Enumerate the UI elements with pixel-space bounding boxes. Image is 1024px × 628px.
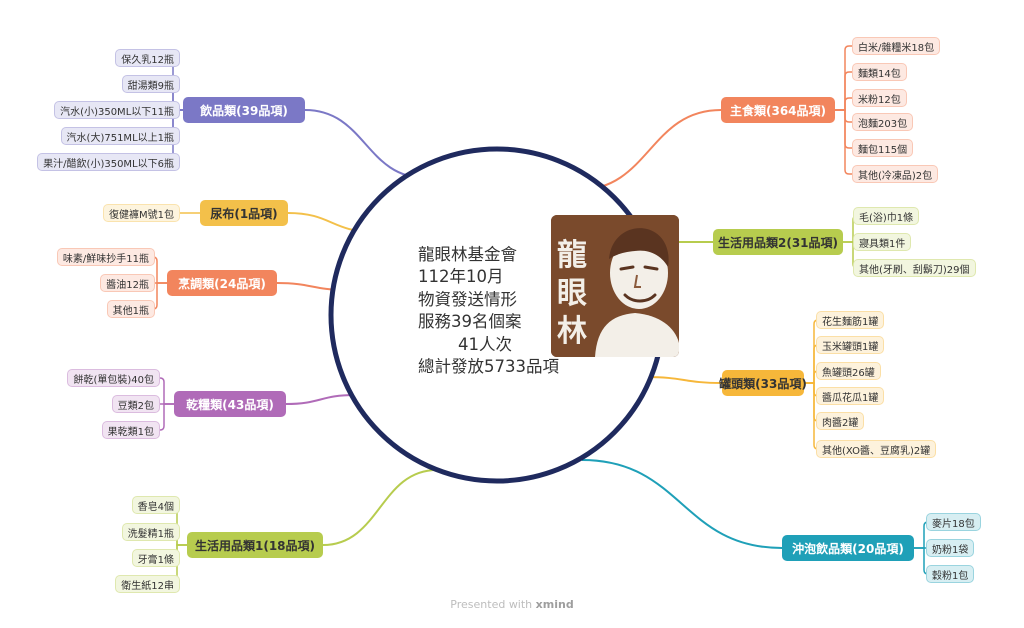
leaf-connector <box>835 71 852 111</box>
leaf-node[interactable]: 玉米罐頭1罐 <box>816 336 885 354</box>
leaf-node[interactable]: 白米/雜糧米18包 <box>852 37 941 55</box>
leaf-node[interactable]: 醬瓜花瓜1罐 <box>816 387 885 405</box>
footer-prefix: Presented with <box>450 598 533 611</box>
leaf-node[interactable]: 味素/鮮味抄手11瓶 <box>56 248 155 266</box>
category-node[interactable]: 乾糧類(43品項) <box>174 391 286 417</box>
leaf-node[interactable]: 米粉12包 <box>852 89 907 107</box>
svg-text:林: 林 <box>557 314 587 349</box>
category-node[interactable]: 生活用品類2(31品項) <box>713 229 843 255</box>
leaf-node[interactable]: 洗髮精1瓶 <box>121 523 180 541</box>
leaf-node[interactable]: 醬油12瓶 <box>100 274 155 292</box>
category-node[interactable]: 飲品類(39品項) <box>183 97 305 123</box>
leaf-node[interactable]: 其他(牙刷、刮鬍刀)29個 <box>853 259 976 277</box>
leaf-node[interactable]: 泡麵203包 <box>852 113 914 131</box>
leaf-connector <box>835 109 852 123</box>
category-node[interactable]: 生活用品類1(18品項) <box>187 532 323 558</box>
branch-connector <box>285 394 356 405</box>
leaf-node[interactable]: 麥片18包 <box>926 513 981 531</box>
leaf-node[interactable]: 果乾類1包 <box>101 421 160 439</box>
leaf-node[interactable]: 保久乳12瓶 <box>115 49 180 67</box>
leaf-node[interactable]: 麵類14包 <box>852 63 907 81</box>
leaf-node[interactable]: 餅乾(單包裝)40包 <box>67 369 160 387</box>
leaf-node[interactable]: 寢具類1件 <box>853 233 912 251</box>
logo-image: 龍 眼 林 <box>551 215 679 357</box>
leaf-node[interactable]: 汽水(小)350ML以下11瓶 <box>54 101 180 119</box>
leaf-connector <box>152 256 167 284</box>
category-node[interactable]: 尿布(1品項) <box>200 200 288 226</box>
leaf-connector <box>159 403 174 431</box>
leaf-node[interactable]: 奶粉1袋 <box>926 539 975 557</box>
center-line-cases: 服務39名個案 <box>418 312 522 332</box>
leaf-node[interactable]: 魚罐頭26罐 <box>816 362 881 380</box>
leaf-node[interactable]: 其他(冷凍品)2包 <box>852 165 939 183</box>
footer-watermark: Presented with xmind <box>0 598 1024 611</box>
leaf-node[interactable]: 牙膏1條 <box>131 549 180 567</box>
leaf-connector <box>835 45 852 111</box>
leaf-node[interactable]: 甜湯類9瓶 <box>121 75 180 93</box>
center-topic-text: 龍眼林基金會 112年10月 物資發送情形 服務39名個案 41人次 總計發放5… <box>418 244 559 378</box>
leaf-node[interactable]: 毛(浴)巾1條 <box>853 207 920 225</box>
branch-connector <box>581 459 783 549</box>
leaf-node[interactable]: 衛生紙12串 <box>115 575 180 593</box>
leaf-node[interactable]: 果汁/醋飲(小)350ML以下6瓶 <box>37 153 180 171</box>
leaf-node[interactable]: 花生麵筋1罐 <box>816 311 885 329</box>
branch-connector <box>304 109 427 179</box>
branch-connector <box>645 376 723 384</box>
footer-brand: xmind <box>535 598 574 611</box>
leaf-node[interactable]: 肉醬2罐 <box>816 412 865 430</box>
category-node[interactable]: 沖泡飲品類(20品項) <box>782 535 914 561</box>
leaf-node[interactable]: 汽水(大)751ML以上1瓶 <box>60 127 180 145</box>
logo-calligraphy: 龍 <box>557 238 587 273</box>
leaf-node[interactable]: 其他1瓶 <box>106 300 155 318</box>
center-line-total: 總計發放5733品項 <box>418 357 559 377</box>
leaf-node[interactable]: 其他(XO醬、豆腐乳)2罐 <box>816 440 937 458</box>
branch-connector <box>322 469 438 546</box>
leaf-node[interactable]: 麵包115個 <box>852 139 914 157</box>
category-node[interactable]: 烹調類(24品項) <box>167 270 277 296</box>
center-line-org: 龍眼林基金會 <box>418 245 517 264</box>
leaf-connector <box>152 282 167 310</box>
center-line-visits: 41人次 <box>458 334 512 354</box>
leaf-connector <box>835 97 852 111</box>
category-node[interactable]: 主食類(364品項) <box>721 97 835 123</box>
leaf-node[interactable]: 香皂4個 <box>131 496 180 514</box>
center-line-title: 物資發送情形 <box>418 289 517 309</box>
category-node[interactable]: 罐頭類(33品項) <box>719 370 807 396</box>
leaf-node[interactable]: 豆類2包 <box>111 395 160 413</box>
leaf-connector <box>835 109 852 149</box>
svg-text:眼: 眼 <box>557 276 587 311</box>
branch-connector <box>577 109 722 191</box>
leaf-node[interactable]: 穀粉1包 <box>926 565 975 583</box>
leaf-connector <box>159 377 174 405</box>
leaf-connector <box>835 109 852 175</box>
leaf-node[interactable]: 復健褲M號1包 <box>103 204 180 222</box>
center-line-date: 112年10月 <box>418 267 504 287</box>
